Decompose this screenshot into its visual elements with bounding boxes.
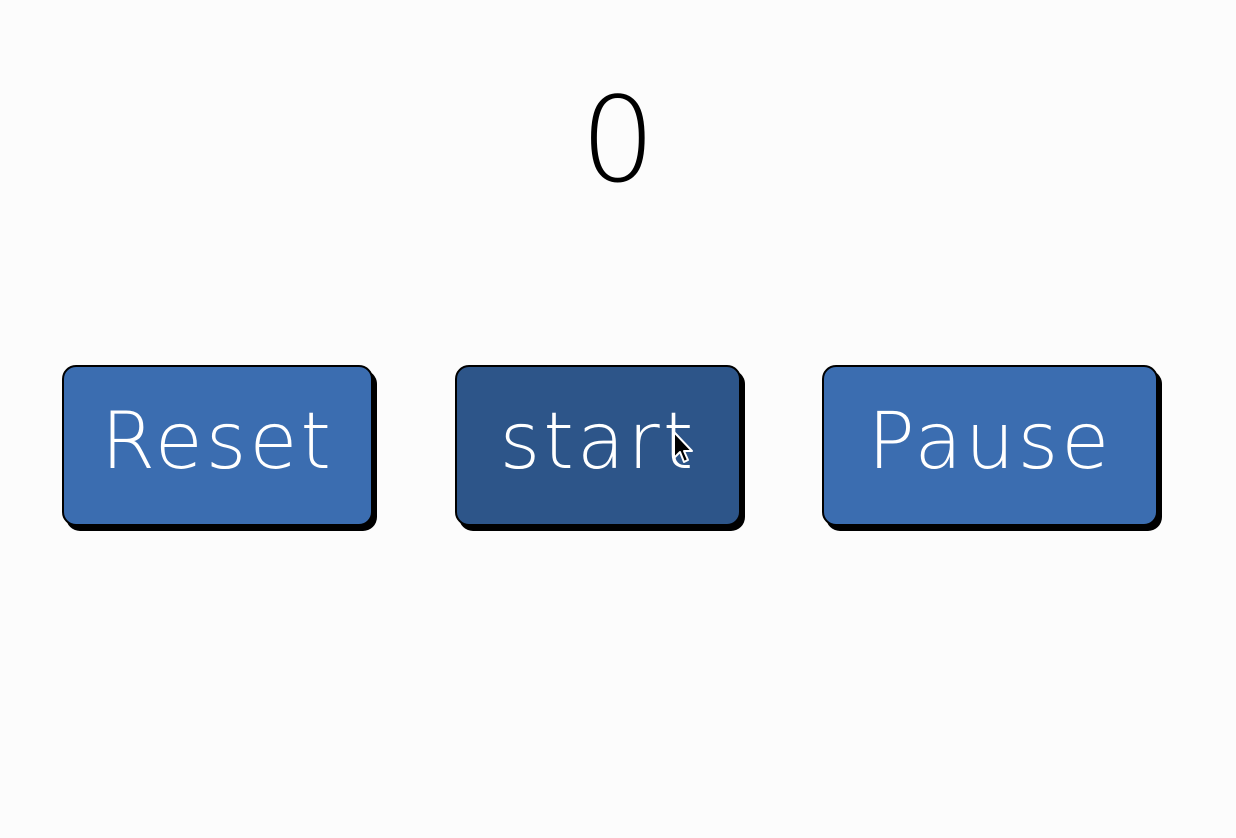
pause-button[interactable]: Pause bbox=[822, 365, 1158, 526]
start-button[interactable]: start bbox=[455, 365, 741, 526]
counter-display: 0 bbox=[580, 71, 656, 209]
reset-button[interactable]: Reset bbox=[62, 365, 373, 526]
